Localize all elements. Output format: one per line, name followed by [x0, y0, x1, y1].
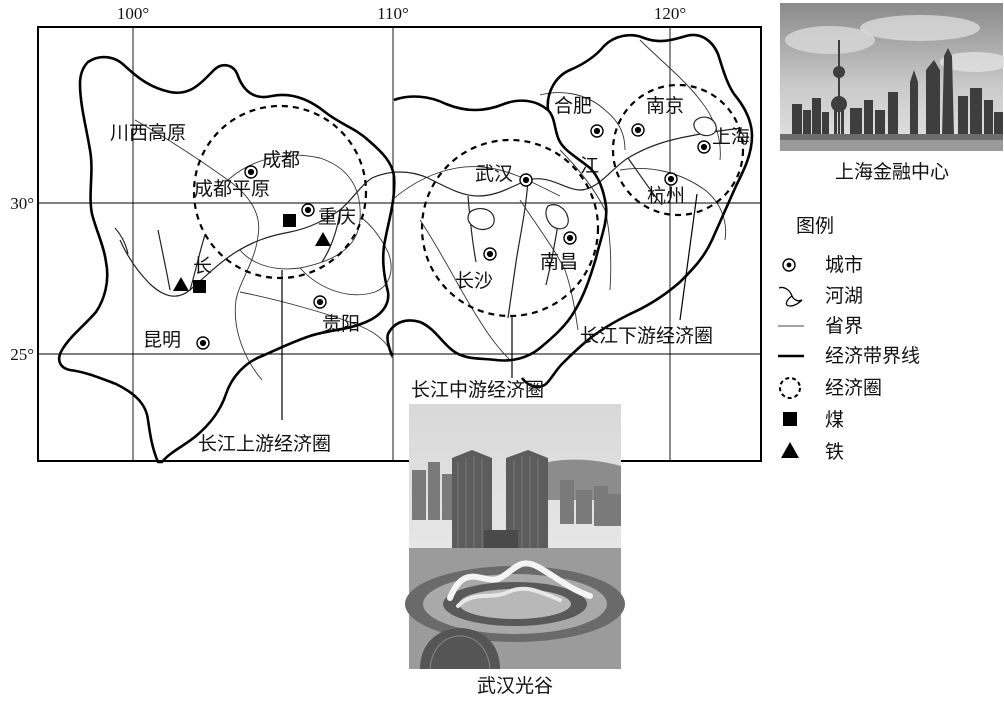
legend: 图例 城市 河湖 省界 经济带界线 经济圈 煤	[778, 215, 920, 463]
wuhan-caption: 武汉光谷	[477, 675, 553, 697]
legend-coal: 煤	[783, 409, 844, 431]
legend-label-river: 河湖	[825, 285, 863, 307]
economic-circles	[192, 83, 745, 318]
river-label-jiang: 江	[580, 155, 599, 177]
coal-icon	[193, 280, 206, 293]
shanghai-caption: 上海金融中心	[835, 161, 949, 183]
city-label-guiyang: 贵阳	[322, 313, 360, 335]
legend-belt: 经济带界线	[778, 345, 920, 367]
city-chongqing	[301, 203, 315, 217]
legend-iron: 铁	[781, 441, 844, 463]
city-guiyang	[313, 295, 327, 309]
city-nanchang	[563, 231, 577, 245]
legend-label-circle: 经济圈	[825, 377, 882, 399]
city-nanjing	[631, 123, 645, 137]
zone-label-lower: 长江下游经济圈	[580, 325, 713, 347]
coal-icon	[283, 214, 296, 227]
city-label-chengdu: 成都	[262, 149, 300, 171]
map-frame	[37, 26, 762, 462]
legend-river: 河湖	[778, 285, 863, 307]
coal-icon	[783, 412, 797, 426]
resource-markers	[173, 214, 331, 293]
city-label-shanghai: 上海	[712, 126, 750, 148]
city-markers	[196, 123, 711, 350]
city-chengdu	[244, 165, 258, 179]
iron-icon	[315, 232, 331, 246]
leader-lines	[281, 193, 698, 420]
lat-label-30: 30°	[10, 194, 34, 213]
city-label-changsha: 长沙	[455, 270, 493, 292]
iron-icon	[781, 442, 799, 458]
graticule	[38, 27, 761, 461]
city-kunming	[196, 336, 210, 350]
legend-label-coal: 煤	[825, 409, 844, 431]
economic-belt-boundary	[57, 33, 754, 464]
legend-city: 城市	[782, 254, 863, 276]
wuhan-photo: 武汉光谷	[405, 404, 625, 697]
zone-label-middle: 长江中游经济圈	[411, 379, 544, 401]
legend-label-province: 省界	[825, 315, 863, 337]
city-wuhan	[519, 173, 533, 187]
legend-province: 省界	[778, 315, 863, 337]
lower-economic-circle	[611, 83, 745, 217]
city-label-chongqing: 重庆	[318, 206, 356, 228]
zone-label-upper: 长江上游经济圈	[198, 433, 331, 455]
region-label-chengdu-plain: 成都平原	[194, 178, 270, 200]
iron-icon	[173, 277, 189, 291]
city-label-nanjing: 南京	[646, 95, 684, 117]
legend-label-iron: 铁	[825, 441, 844, 463]
city-hangzhou	[664, 172, 678, 186]
upper-economic-circle	[192, 104, 368, 280]
city-label-wuhan: 武汉	[475, 163, 513, 185]
legend-title: 图例	[796, 215, 834, 237]
city-hefei	[590, 124, 604, 138]
lon-label-100: 100°	[117, 4, 149, 23]
lon-label-120: 120°	[654, 4, 686, 23]
city-label-nanchang: 南昌	[540, 251, 578, 273]
lon-label-110: 110°	[377, 4, 409, 23]
legend-label-belt: 经济带界线	[825, 345, 920, 367]
legend-label-city: 城市	[825, 254, 863, 276]
lat-label-25: 25°	[10, 345, 34, 364]
legend-circle: 经济圈	[779, 377, 882, 399]
city-changsha	[483, 247, 497, 261]
middle-economic-circle	[420, 138, 600, 318]
region-label-chuanxi: 川西高原	[110, 122, 186, 144]
city-shanghai	[697, 140, 711, 154]
city-label-hangzhou: 杭州	[647, 185, 685, 207]
shanghai-photo: 上海金融中心	[780, 3, 1004, 183]
city-label-kunming: 昆明	[143, 329, 181, 351]
city-label-hefei: 合肥	[554, 95, 592, 117]
river-label-chang: 长	[193, 255, 212, 277]
